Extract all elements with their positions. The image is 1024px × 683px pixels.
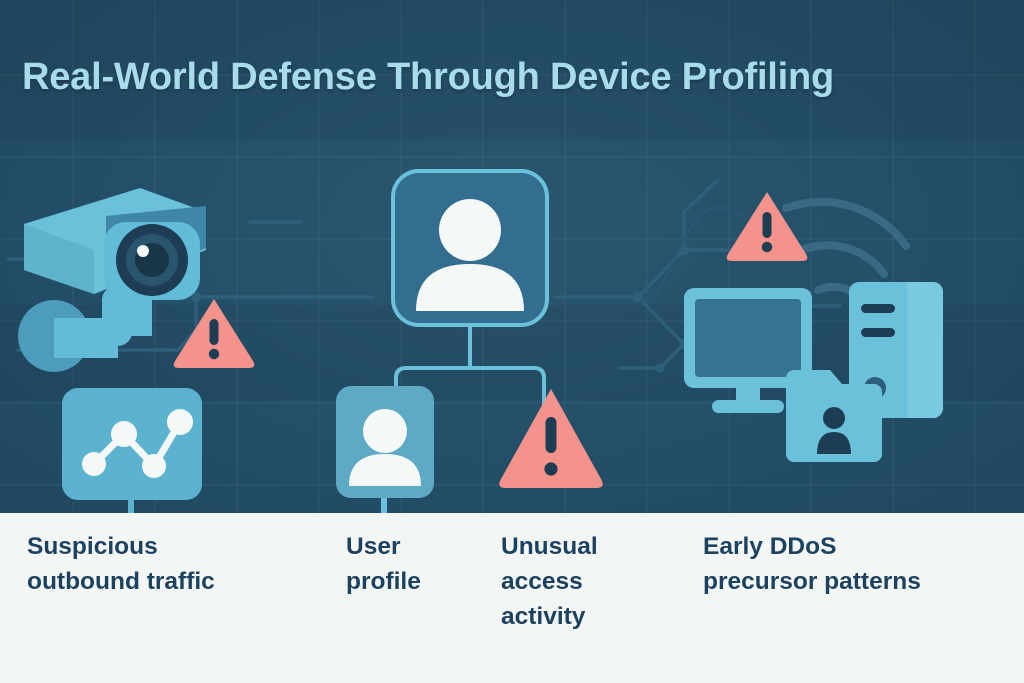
caption-suspicious-outbound-traffic: Suspicious outbound traffic [27,533,215,595]
desktop-monitor [684,288,824,420]
caption-unusual-access-activity: Unusual access activity [501,533,598,630]
caption-band: Suspicious outbound traffic User profile… [0,513,1024,683]
page-title: Real-World Defense Through Device Profil… [22,56,835,98]
background-band-top [0,0,1024,140]
alert-triangle-camera [171,295,257,371]
alert-triangle-access [496,385,606,498]
caption-user-profile: User profile [346,533,421,595]
caption-early-ddos-precursor-patterns: Early DDoS precursor patterns [703,533,921,595]
folder-identity [786,370,882,462]
security-camera [10,178,240,378]
user-profile-small-card [336,386,434,514]
user-profile-card [390,168,550,328]
traffic-chart-card [62,388,202,516]
center-connector-bracket [330,318,600,425]
alert-triangle-network [724,188,810,264]
